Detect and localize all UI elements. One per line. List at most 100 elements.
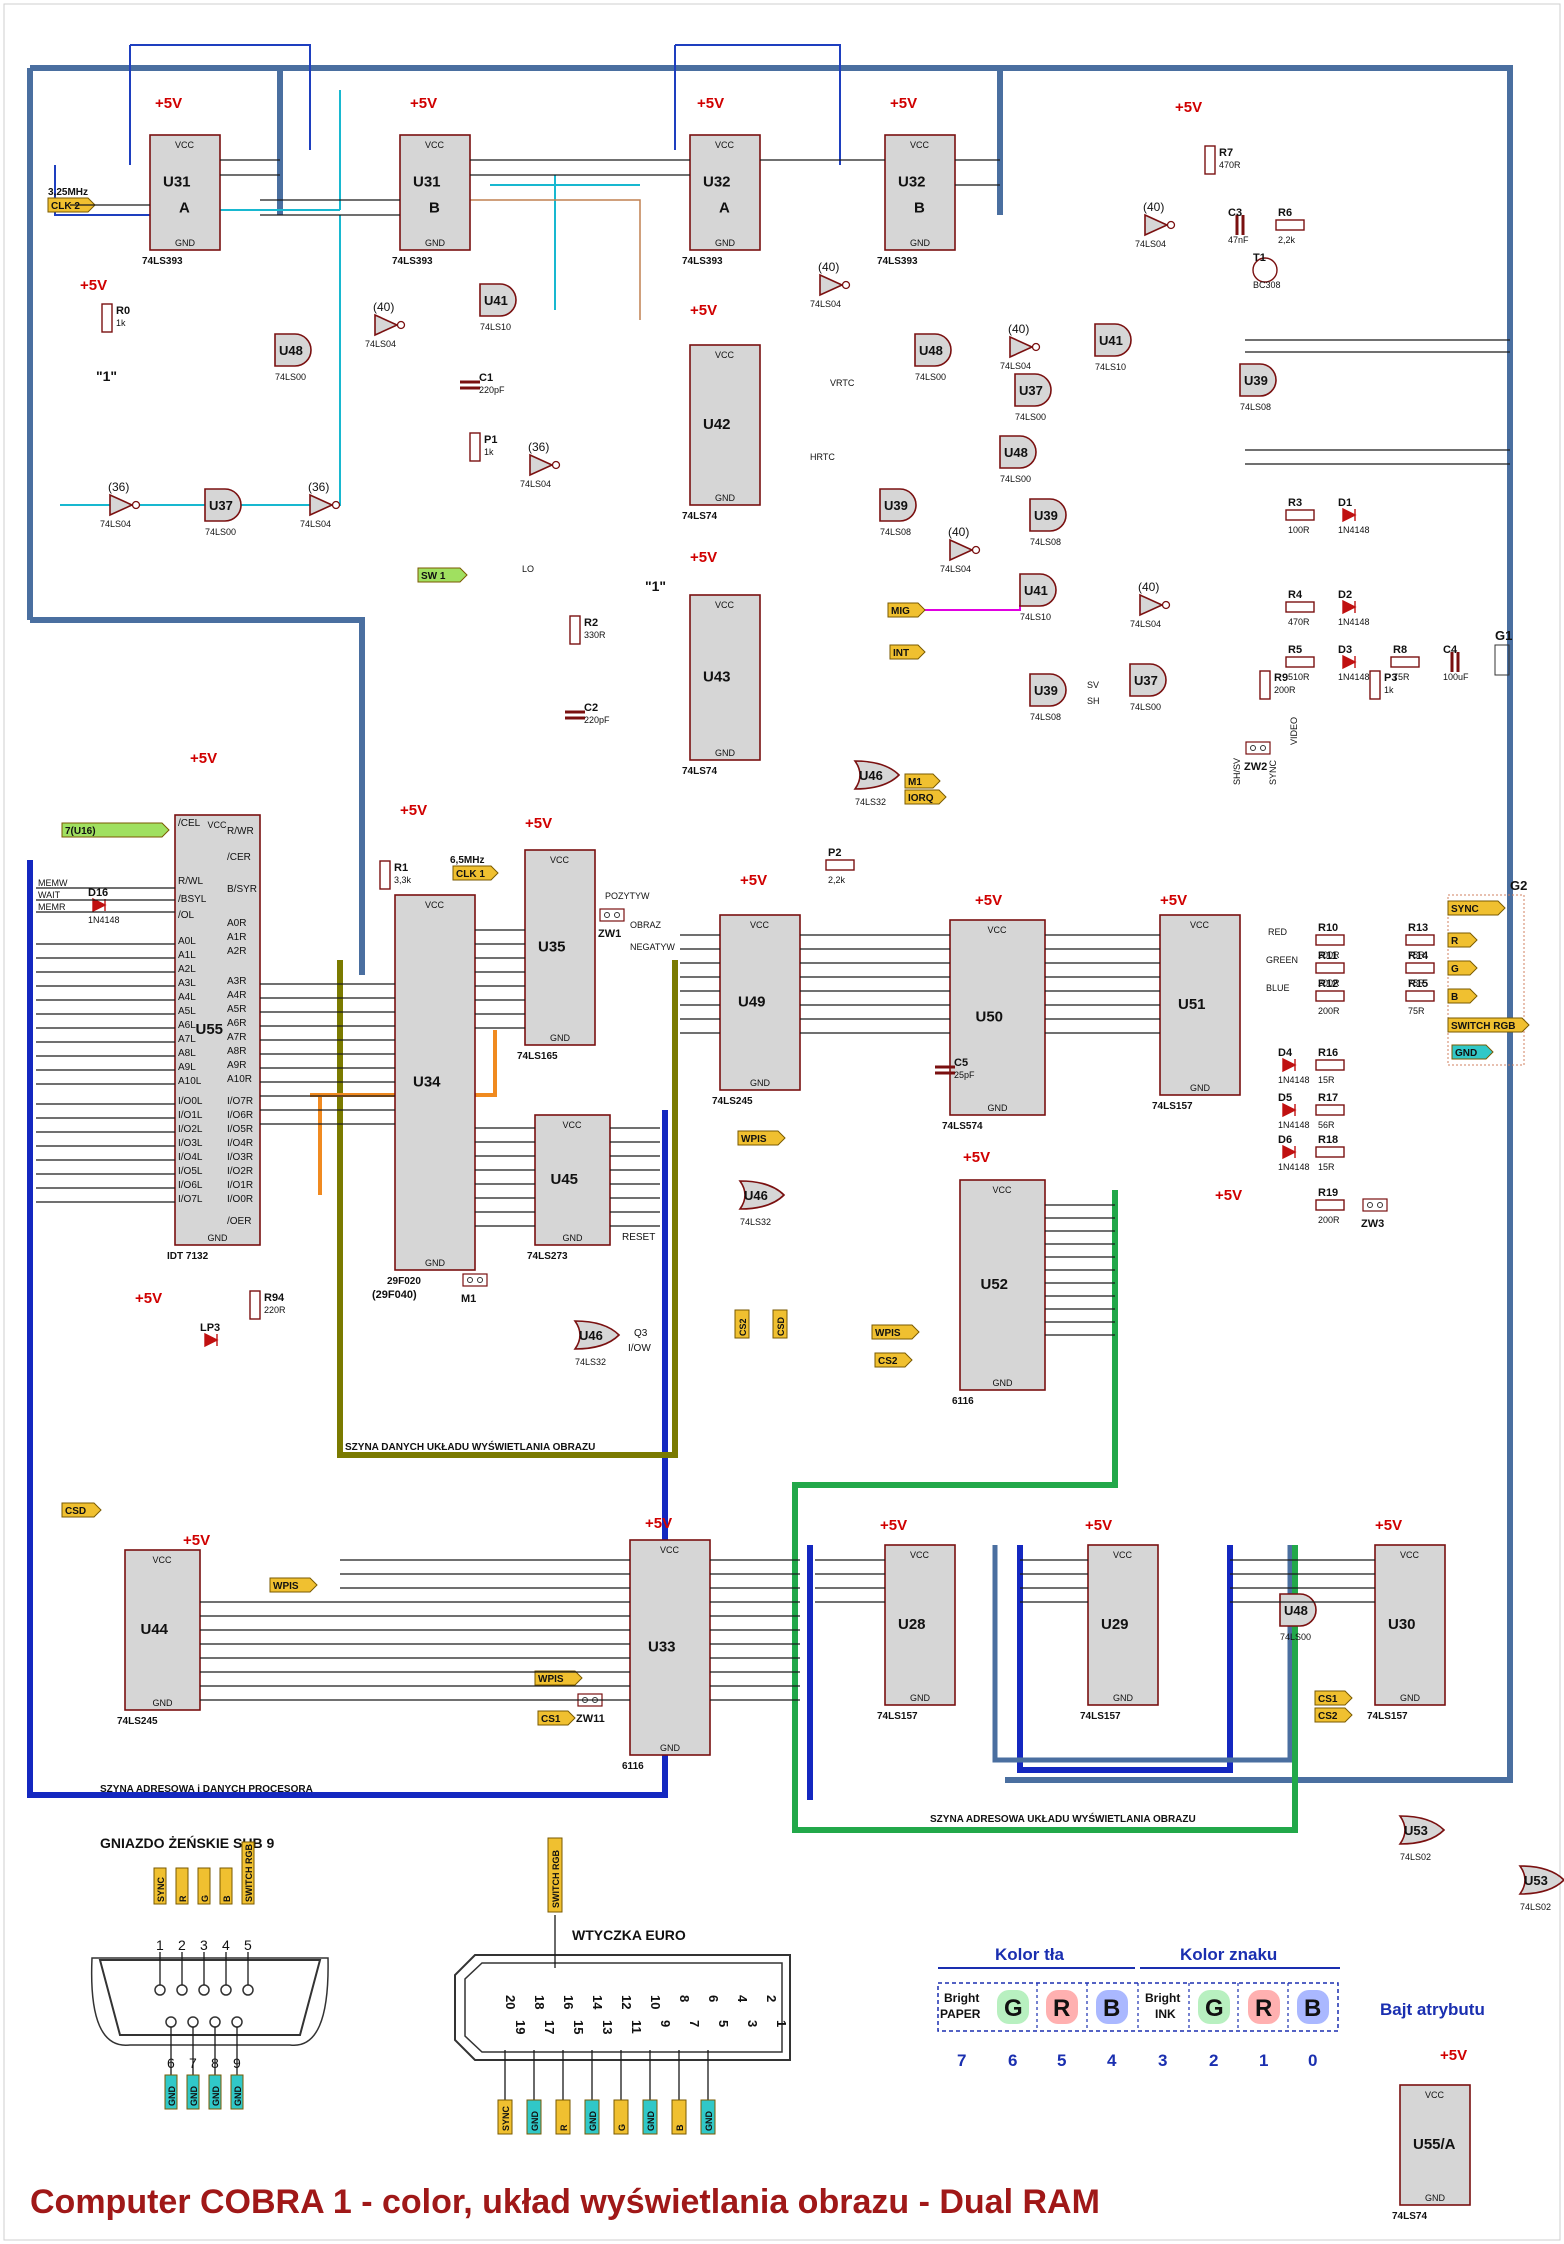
clock1-frequency-label: 6,5MHz — [450, 855, 484, 866]
sub9-tag: SWITCH RGB — [241, 1841, 255, 1905]
passive-ref: P3 — [1384, 672, 1397, 684]
sub9-tag: GND — [164, 2074, 178, 2110]
chip-ref: U42 — [703, 416, 731, 433]
tag-shape — [671, 2099, 687, 2135]
passive-value: 15R — [1318, 1162, 1335, 1172]
passive-value: 100R — [1288, 525, 1310, 535]
gate-ref: U41 — [484, 293, 508, 308]
chip-body — [884, 1544, 956, 1706]
euro-pin-number: 9 — [658, 2020, 673, 2027]
passive-ref: R11 — [1318, 950, 1338, 962]
u55-pin-label: A1R — [227, 932, 246, 943]
tag-sync: SYNC — [1447, 900, 1506, 916]
inverter-part: 74LS04 — [1000, 361, 1031, 371]
tag-text: GND — [1455, 1048, 1477, 1059]
sig-sh: SH — [1087, 696, 1100, 706]
diode-body — [1342, 599, 1357, 615]
tag-shape — [153, 1867, 167, 1905]
resistor-body — [1405, 962, 1435, 974]
passive-value: 220pF — [479, 385, 505, 395]
passive-ref: D4 — [1278, 1047, 1293, 1059]
gate-body — [1398, 1815, 1446, 1845]
chip-gnd: GND — [715, 748, 736, 758]
gates-layer: U4874LS00U4174LS10U3774LS00U4874LS00U377… — [100, 200, 1564, 1912]
tag-text: GND — [233, 2086, 243, 2107]
chip-body — [629, 1539, 711, 1756]
tag-text: R — [178, 1895, 188, 1902]
u55-pin-label: A1L — [178, 950, 196, 961]
euro-pin-number: 20 — [503, 1995, 518, 2009]
sub9-tag: SYNC — [153, 1867, 167, 1905]
tag-text: MIG — [891, 606, 910, 617]
gate-ref: U53 — [1404, 1823, 1428, 1838]
gate-body — [1029, 498, 1067, 532]
jumper-label: ZW3 — [1361, 1218, 1384, 1230]
u55-pin-label: A8R — [227, 1046, 246, 1057]
chip-gnd: GND — [1113, 1693, 1134, 1703]
resistor-body — [1315, 1146, 1345, 1158]
inverter-body — [819, 273, 844, 297]
u55-pin-label: I/O5L — [178, 1166, 203, 1177]
legend-color-chip — [1198, 1990, 1230, 2024]
chip-gnd: GND — [715, 238, 736, 248]
tag-text: SWITCH RGB — [244, 1844, 254, 1902]
legend-bright-paper: Bright — [944, 1991, 979, 2005]
inverter-bubble — [971, 545, 981, 555]
u55-pin-label: A5L — [178, 1006, 196, 1017]
inverter-part: 74LS04 — [365, 339, 396, 349]
power-label-5v: +5V — [690, 302, 717, 319]
gate-body — [738, 1180, 786, 1210]
legend-bit-number: 6 — [1008, 2051, 1017, 2070]
chip-body — [524, 849, 596, 1046]
gate-body — [1129, 663, 1167, 697]
chip-part: 74LS157 — [1367, 1711, 1408, 1722]
tag-shape — [904, 773, 941, 789]
passive-ref: D2 — [1338, 589, 1352, 601]
sub9-tag: G — [197, 1867, 211, 1905]
u55-pin-label: /CER — [227, 852, 251, 863]
sub9-pin-number: 5 — [244, 1937, 252, 1953]
u55-pin-label: A10L — [178, 1076, 202, 1087]
tag-shape — [1314, 1690, 1353, 1706]
tag-vertical-cs2a: CS2 — [734, 1309, 750, 1339]
u55-pin-label: A3R — [227, 976, 246, 987]
euro-pin-number: 1 — [774, 2020, 789, 2027]
passive-ref: D1 — [1338, 497, 1352, 509]
legend-letter: G — [1004, 1995, 1023, 2022]
chip-ref: U33 — [648, 1639, 676, 1656]
chip-part: 74LS157 — [1152, 1101, 1193, 1112]
tag-text: M1 — [908, 777, 922, 788]
chip-ref: U31 — [163, 174, 191, 191]
chip-part: 74LS393 — [142, 256, 183, 267]
diode-body — [204, 1332, 219, 1348]
power-label-5v: +5V — [410, 95, 437, 112]
gate-body — [999, 435, 1037, 469]
capacitor-body — [935, 1065, 955, 1075]
capacitor-body — [1450, 652, 1460, 672]
chip-vcc: VCC — [1190, 920, 1210, 930]
passive-value: 470R — [1219, 160, 1241, 170]
chip-ref: U50 — [976, 1009, 1004, 1026]
chip-vcc: VCC — [563, 1120, 583, 1130]
passive-value: 200R — [1318, 950, 1340, 960]
u55-pin-label: A10R — [227, 1074, 252, 1085]
euro-pin-number: 19 — [513, 2020, 528, 2034]
tag-text: GND — [704, 2111, 714, 2132]
page-frame — [3, 3, 1561, 2241]
chip-gnd: GND — [750, 1078, 771, 1088]
sub9-pin-number: 4 — [222, 1937, 230, 1953]
legend-bright-ink: INK — [1155, 2007, 1176, 2021]
tag-text: WPIS — [875, 1328, 901, 1339]
u55-pin-label: I/O6R — [227, 1110, 253, 1121]
tag-shape — [1447, 960, 1478, 976]
